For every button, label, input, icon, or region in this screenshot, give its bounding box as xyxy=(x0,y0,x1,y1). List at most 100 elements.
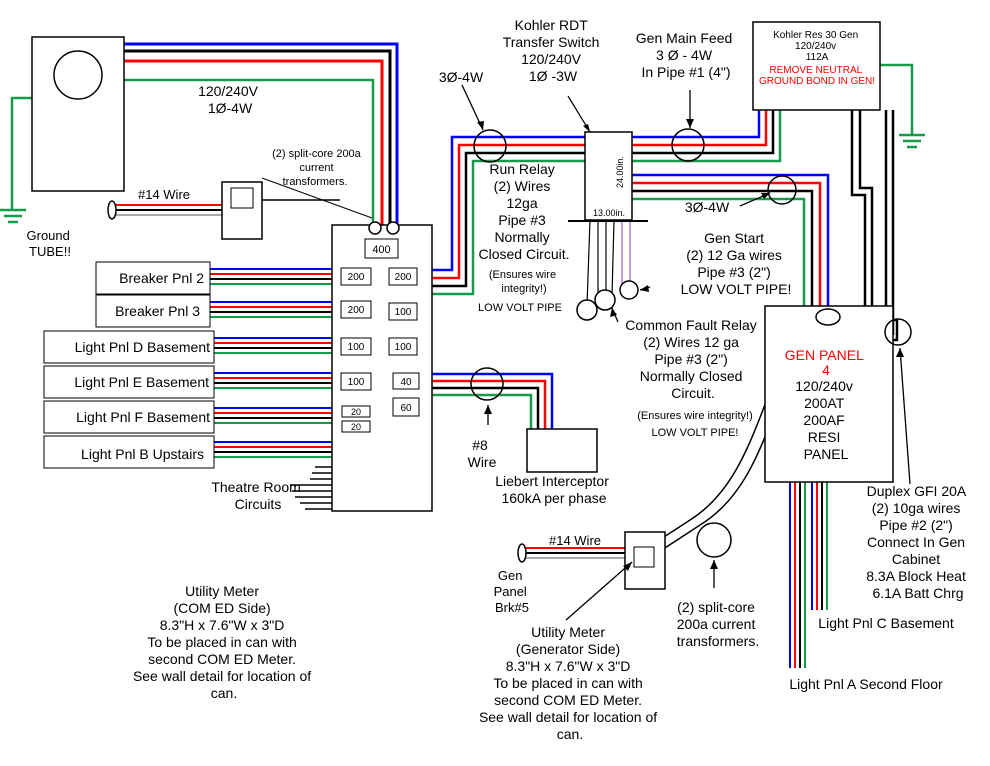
liebert-label: Liebert Interceptor 160kA per phase xyxy=(495,473,613,506)
panel-box-2 xyxy=(95,294,211,328)
feeders-gen-panel xyxy=(789,482,828,668)
breaker-right-1: 200 xyxy=(395,272,412,283)
breaker-left-2: 200 xyxy=(348,305,365,316)
wire14-top-label: #14 Wire xyxy=(138,187,190,202)
ct-meter-bottom-window xyxy=(633,546,655,568)
pipe-circle-lv-3 xyxy=(619,280,639,300)
leader-arrowheads xyxy=(477,119,904,571)
panel-label-3: Light Pnl D Basement xyxy=(75,339,211,355)
wire-ts-panel-black xyxy=(632,189,814,310)
wire-group xyxy=(10,42,914,668)
utility-meter-dial xyxy=(53,50,103,100)
gen-panel-ct xyxy=(815,308,841,326)
wire14-bottom-end xyxy=(517,543,527,563)
wire-liebert-blue xyxy=(432,372,554,430)
wire-liebert-black xyxy=(432,386,540,430)
gen-main-feed-label: Gen Main Feed 3 Ø - 4W In Pipe #1 (4") xyxy=(636,30,736,80)
pipe-circle-ct-bottom xyxy=(696,522,732,558)
rdt-leader-arrow xyxy=(583,124,590,132)
gen-panel-brk-label: Gen Panel Brk#5 xyxy=(494,568,531,615)
wire-ts-panel-red xyxy=(632,181,822,310)
gen-start-label: Gen Start (2) 12 Ga wires Pipe #3 (2") L… xyxy=(681,230,792,297)
breaker-left-5: 20 xyxy=(351,407,361,417)
pipe-circle-liebert xyxy=(470,367,504,401)
ct-ring-2 xyxy=(386,221,400,235)
panel-box-1 xyxy=(95,261,211,295)
wire-liebert-green xyxy=(432,393,533,430)
wire14-bottom-label: #14 Wire xyxy=(549,533,601,548)
pipe-circle-lv-2 xyxy=(594,289,616,311)
wire-utility-blue xyxy=(124,42,399,225)
utility-meter-gen-label: Utility Meter (Generator Side) 8.3"H x 7… xyxy=(479,624,661,742)
breaker-left-4: 100 xyxy=(348,377,365,388)
ct-meter-top-window xyxy=(230,187,254,209)
panel-box-5 xyxy=(43,400,215,434)
panel-label-5: Light Pnl F Basement xyxy=(76,409,210,425)
pipe-circle-3ph-left xyxy=(473,129,507,163)
wire-gen-panel-2 xyxy=(858,110,874,308)
breaker-right-4: 40 xyxy=(400,377,412,388)
wire-feed-blue xyxy=(432,135,585,272)
run-relay-label: Run Relay (2) Wires 12ga Pipe #3 Normall… xyxy=(478,161,569,262)
wire-lv-1 xyxy=(586,219,591,306)
breaker-right-1-box xyxy=(388,267,418,286)
wire-lv-4 xyxy=(611,219,615,297)
kohler-gen-label: Kohler Res 30 Gen 120/240v 112A xyxy=(773,30,861,63)
breaker-left-3-box xyxy=(340,337,372,356)
pipe-circle-gen-feed xyxy=(671,128,705,162)
light-pnl-c-label: Light Pnl C Basement xyxy=(818,615,954,631)
main-service-label: 120/240V 1Ø-4W xyxy=(198,83,262,116)
wire-feed-green xyxy=(432,159,585,296)
wire-ground-left xyxy=(10,96,32,210)
wire-gen-blue xyxy=(632,110,761,139)
utility-meter-comed-label: Utility Meter (COM ED Side) 8.3"H x 7.6"… xyxy=(133,583,315,701)
rdt-dim-w: 13.00in. xyxy=(593,208,625,218)
gen-panel-4 xyxy=(764,305,894,483)
wire-utility-green xyxy=(124,78,375,225)
breaker-right-2: 100 xyxy=(395,307,412,318)
breaker-left-1: 200 xyxy=(348,272,365,283)
wire-gen-green xyxy=(632,110,782,163)
wire-feed-red xyxy=(432,143,585,280)
panel-box-6 xyxy=(43,435,215,469)
three-phase-right-label: 3Ø-4W xyxy=(685,199,730,215)
breaker-right-5: 60 xyxy=(400,403,412,414)
breaker-right-5-box xyxy=(392,397,420,417)
breaker-right-4-box xyxy=(392,372,420,390)
common-fault-note: (Ensures wire integrity!) xyxy=(637,410,753,422)
ct-ring-1 xyxy=(368,221,382,235)
ground-symbol-gen xyxy=(899,133,925,149)
panel-label-2: Breaker Pnl 3 xyxy=(115,303,200,319)
wire-utility-black xyxy=(124,49,392,225)
breaker-right-3-box xyxy=(388,337,418,356)
wire-gen-panel-1 xyxy=(850,110,867,308)
theatre-label: Theatre Room Circuits xyxy=(211,479,304,512)
wire-ts-panel-blue xyxy=(632,173,830,310)
breaker-left-4-box xyxy=(340,372,372,391)
breaker-main-box xyxy=(364,238,399,259)
run-relay-note: (Ensures wire integrity!) xyxy=(489,269,559,295)
breaker-left-3: 100 xyxy=(348,342,365,353)
breaker-left-6-box xyxy=(341,420,371,433)
breaker-left-1-box xyxy=(340,267,372,286)
ground-tube-label: Ground TUBE!! xyxy=(27,228,74,259)
panel-box-3 xyxy=(43,330,215,364)
light-pnl-a-label: Light Pnl A Second Floor xyxy=(789,676,943,692)
ground-symbol-left xyxy=(0,208,26,224)
kohler-rdt-label: Kohler RDT Transfer Switch 120/240V 1Ø -… xyxy=(503,17,604,84)
low-volt-pipe-1: LOW VOLT PIPE xyxy=(478,302,562,314)
panel-label-6: Light Pnl B Upstairs xyxy=(81,446,204,462)
panel-box-4 xyxy=(43,365,215,399)
pipe-circle-lv-1 xyxy=(576,299,598,321)
breaker-main: 400 xyxy=(372,244,390,256)
wire-liebert-red xyxy=(432,379,547,430)
common-fault-label: Common Fault Relay (2) Wires 12 ga Pipe … xyxy=(625,317,760,401)
feeders-left xyxy=(200,268,340,458)
wire-ts-panel-green xyxy=(632,197,806,310)
liebert-interceptor xyxy=(526,428,598,473)
duplex-gfi-label: Duplex GFI 20A (2) 10ga wires Pipe #2 (2… xyxy=(866,483,970,601)
gen-panel-label: 120/240v 200AT 200AF RESI PANEL xyxy=(795,378,857,462)
low-volt-pipe-2: LOW VOLT PIPE! xyxy=(651,427,738,439)
wire-gen-red xyxy=(632,110,768,147)
